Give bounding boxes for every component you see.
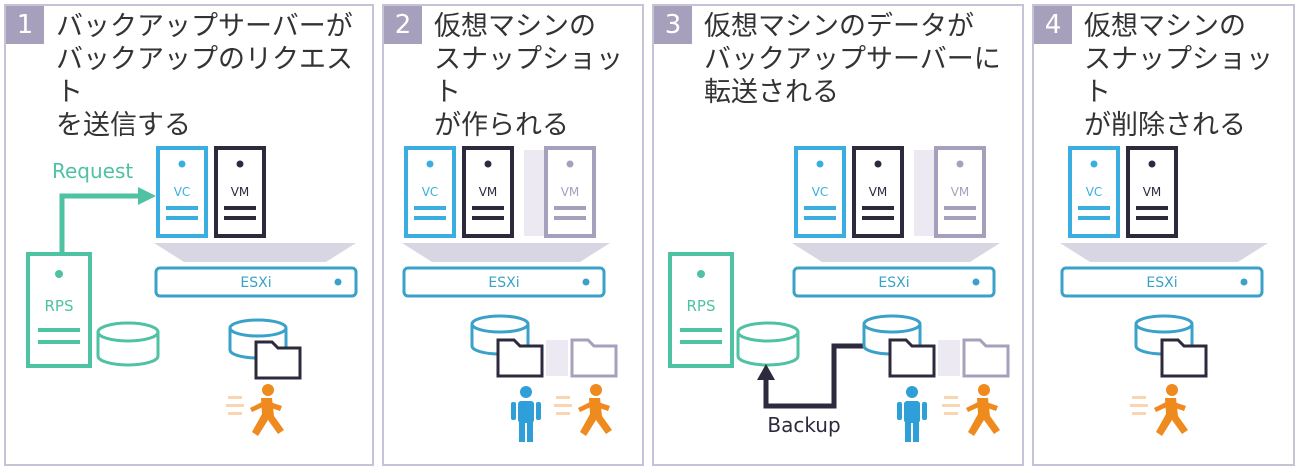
request-arrow [59, 193, 144, 256]
esxi-tray [792, 243, 1000, 262]
step-2-illustration: VC VM VM ESXi [402, 146, 618, 442]
step-title: 仮想マシンのデータが バックアップサーバーに 転送される [704, 11, 1001, 108]
step-title: 仮想マシンの スナップショット が作られる [434, 11, 623, 141]
esxi-host: ESXi [154, 266, 358, 298]
vm-server: VM [214, 146, 266, 238]
vc-server: VC [404, 146, 456, 238]
snapshot-vm-label: VM [951, 185, 970, 199]
step-number: 2 [384, 6, 422, 44]
snapshot-shadow [546, 340, 568, 376]
snapshot-vm-server: VM [934, 146, 986, 238]
vm-label: VM [1143, 185, 1162, 199]
folder-icon [254, 340, 302, 380]
esxi-tray [1060, 243, 1268, 262]
vc-label: VC [422, 185, 439, 199]
running-person-icon [1130, 384, 1188, 436]
rps-label: RPS [687, 297, 716, 315]
request-arrowhead [138, 187, 156, 205]
rps-server: RPS [668, 252, 734, 368]
snapshot-vm-label: VM [561, 185, 580, 199]
step-panel-2: 2 仮想マシンの スナップショット が作られる VC VM [382, 4, 644, 466]
vc-label: VC [1086, 185, 1103, 199]
vm-label: VM [231, 185, 250, 199]
esxi-host: ESXi [1060, 266, 1264, 298]
step-panel-1: 1 バックアップサーバーが バックアップのリクエスト を送信する Request… [4, 4, 374, 466]
standing-person-icon [897, 386, 927, 442]
step-number: 4 [1034, 6, 1072, 44]
vm-server: VM [852, 146, 904, 238]
running-person-icon [942, 384, 1000, 436]
step-title: 仮想マシンの スナップショット が削除される [1084, 11, 1273, 141]
step-1-illustration: Request VC VM ESXi [26, 146, 358, 436]
vc-server: VC [1068, 146, 1120, 238]
folder-icon [1160, 338, 1208, 378]
vc-label: VC [174, 185, 191, 199]
esxi-label: ESXi [240, 275, 271, 291]
vc-label: VC [812, 185, 829, 199]
step-number: 1 [6, 6, 44, 44]
step-title: バックアップサーバーが バックアップのリクエスト を送信する [56, 11, 353, 141]
running-person-icon [554, 384, 612, 436]
rps-server: RPS [26, 252, 92, 368]
step-panel-3: 3 仮想マシンのデータが バックアップサーバーに 転送される VC VM [652, 4, 1024, 466]
folder-icon [888, 338, 936, 378]
snapshot-shadow [938, 340, 960, 376]
snapshot-folder-icon [570, 338, 618, 378]
snapshot-vm-server: VM [544, 146, 596, 238]
vm-server: VM [462, 146, 514, 238]
esxi-host: ESXi [792, 266, 996, 298]
vm-label: VM [479, 185, 498, 199]
esxi-label: ESXi [488, 275, 519, 291]
backup-label: Backup [767, 413, 840, 437]
vc-server: VC [156, 146, 208, 238]
backup-storage-icon [736, 321, 800, 367]
step-4-illustration: VC VM ESXi [1060, 146, 1268, 436]
step-3-illustration: VC VM VM ESXi [668, 146, 1010, 442]
vc-server: VC [794, 146, 846, 238]
folder-icon [496, 338, 544, 378]
esxi-tray [154, 243, 356, 262]
backup-storage-icon [96, 321, 160, 367]
esxi-label: ESXi [878, 275, 909, 291]
backup-arrowhead [757, 364, 775, 380]
snapshot-folder-icon [962, 338, 1010, 378]
step-panel-4: 4 仮想マシンの スナップショット が削除される VC VM ESXi [1032, 4, 1295, 466]
standing-person-icon [511, 386, 541, 442]
rps-label: RPS [45, 297, 74, 315]
esxi-host: ESXi [402, 266, 606, 298]
esxi-tray [402, 243, 610, 262]
step-number: 3 [654, 6, 692, 44]
running-person-icon [226, 384, 284, 436]
request-label: Request [52, 159, 133, 183]
vm-label: VM [869, 185, 888, 199]
vm-server: VM [1126, 146, 1178, 238]
backup-arrow [763, 343, 884, 409]
esxi-label: ESXi [1146, 275, 1177, 291]
